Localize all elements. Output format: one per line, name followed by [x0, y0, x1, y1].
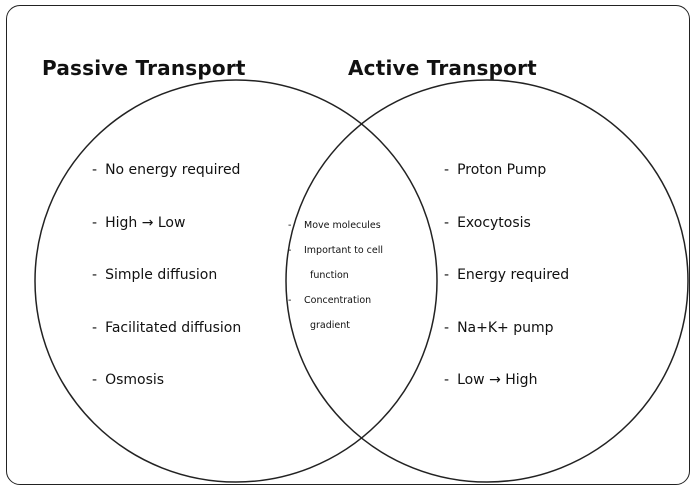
bullet-dash: - [92, 319, 98, 336]
list-item-text: Move molecules [304, 220, 381, 231]
list-item: -Low → High [444, 370, 569, 423]
list-item-continuation: function [310, 270, 349, 281]
list-item: -Energy required [444, 265, 569, 318]
active-transport-list: -Proton Pump -Exocytosis -Energy require… [444, 160, 569, 423]
list-item: -Exocytosis [444, 213, 569, 266]
passive-circle [34, 79, 438, 483]
list-item: -Move molecules [288, 220, 381, 231]
list-item: -Na+K+ pump [444, 318, 569, 371]
bullet-dash: - [92, 162, 98, 178]
list-item-text: Osmosis [105, 372, 165, 388]
bullet-dash: - [92, 372, 98, 388]
diagram-frame [6, 5, 690, 485]
list-item-text: High → Low [105, 214, 186, 231]
bullet-dash: - [444, 214, 450, 231]
bullet-dash: - [92, 214, 98, 231]
list-item: -Facilitated diffusion [92, 318, 241, 371]
bullet-dash: - [444, 319, 450, 336]
list-item: -Simple diffusion [92, 265, 241, 318]
bullet-dash: - [444, 267, 450, 283]
bullet-dash: - [444, 162, 450, 178]
list-item-text: Simple diffusion [105, 267, 218, 283]
list-item-continuation: gradient [310, 320, 351, 331]
list-item-text: Proton Pump [457, 162, 547, 178]
list-item-text: Concentration [304, 295, 372, 306]
list-item-text: Facilitated diffusion [105, 319, 242, 336]
passive-transport-heading: Passive Transport [42, 56, 246, 80]
active-transport-heading: Active Transport [348, 56, 537, 80]
bullet-dash: - [444, 372, 450, 388]
list-item: -Proton Pump [444, 160, 569, 213]
bullet-dash: - [92, 267, 98, 283]
list-item-text: Important to cell [304, 245, 384, 256]
list-item: -Osmosis [92, 370, 241, 423]
passive-transport-list: -No energy required -High → Low -Simple … [92, 160, 241, 423]
list-item: -High → Low [92, 213, 241, 266]
list-item-text: Low → High [457, 372, 538, 388]
list-item: -No energy required [92, 160, 241, 213]
list-item-text: No energy required [105, 162, 241, 178]
list-item-text: Energy required [457, 267, 570, 283]
active-circle [285, 79, 689, 483]
list-item-text: Exocytosis [457, 214, 531, 231]
list-item-text: Na+K+ pump [457, 319, 554, 336]
